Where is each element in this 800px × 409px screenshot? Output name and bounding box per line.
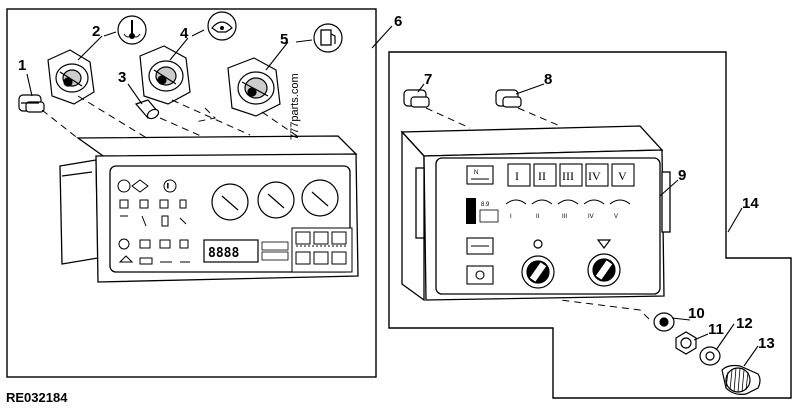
gauge-2 [47, 49, 95, 105]
left-dashed-leaders [41, 95, 301, 141]
speed-marker-3: III [562, 214, 567, 220]
temperature-gauge-icon [117, 15, 147, 45]
rotary-knob-right [587, 239, 621, 287]
speed-marker-2: II [536, 214, 540, 220]
speed-marker-1: I [510, 214, 512, 220]
callout-11: 11 [708, 321, 724, 338]
callout-leaders [26, 25, 759, 367]
nut-11 [675, 331, 697, 355]
callout-2: 2 [92, 23, 100, 40]
gauge-5 [227, 57, 281, 117]
gear-button-4: IV [588, 169, 601, 183]
speed-marker-5: V [614, 214, 618, 220]
svg-text:!: ! [167, 184, 169, 190]
callout-5: 5 [280, 31, 288, 48]
callout-8: 8 [544, 71, 552, 88]
left-panel-switch-cluster [291, 227, 353, 273]
callout-3: 3 [118, 69, 126, 86]
gear-button-5: V [618, 169, 627, 183]
washer-12 [699, 346, 721, 366]
bulb-1 [18, 94, 45, 113]
gear-button-1: I [515, 169, 519, 183]
bulb-8 [495, 89, 522, 108]
right-panel-mode-key: N [466, 165, 494, 185]
bulb-3 [134, 99, 160, 120]
display-digits: 8888 [208, 246, 239, 261]
callout-10: 10 [688, 305, 705, 322]
callout-6: 6 [394, 13, 402, 30]
callout-labels: 1 2 3 4 5 6 7 8 9 10 11 12 13 14 [18, 13, 775, 352]
knob-13 [721, 364, 761, 395]
rotary-knob-left [521, 239, 555, 289]
watermark: 777parts.com [289, 73, 301, 140]
callout-1: 1 [18, 57, 26, 74]
gear-button-3: III [562, 169, 574, 183]
gear-button-2: II [538, 169, 546, 183]
callout-7: 7 [424, 71, 432, 88]
gauge-4 [139, 45, 191, 105]
callout-9: 9 [678, 167, 686, 184]
left-panel-gauges [211, 179, 339, 221]
callout-14: 14 [742, 195, 759, 212]
speed-marker-4: IV [588, 214, 594, 220]
left-assembly-frame [6, 8, 377, 378]
reference-code: RE032184 [6, 390, 68, 405]
right-panel-lower-keys [466, 237, 494, 285]
fuel-gauge-icon [313, 23, 343, 53]
digital-display: 8888 [203, 239, 289, 263]
mode-key-label: N [474, 170, 478, 176]
range-display: 8.9 [481, 202, 490, 208]
right-assembly-frame [388, 51, 792, 399]
gear-buttons: I II III IV V [507, 163, 635, 187]
left-panel-indicators: ! [117, 179, 190, 265]
callout-13: 13 [758, 335, 775, 352]
callout-4: 4 [180, 25, 189, 42]
range-indicator-row: 8.9 I II III IV V [466, 198, 631, 224]
bulb-7 [403, 89, 430, 108]
washer-10 [653, 312, 675, 332]
oil-pressure-gauge-icon [207, 11, 237, 41]
callout-12: 12 [736, 315, 753, 332]
right-dashed-leaders [425, 107, 651, 321]
